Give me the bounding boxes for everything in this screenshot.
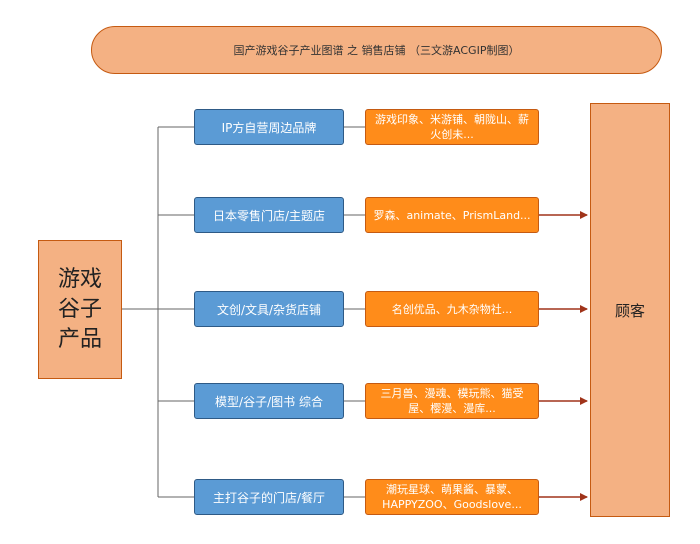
- customer-node: 顾客: [590, 103, 670, 517]
- root-node: 游戏谷子产品: [38, 240, 122, 379]
- examples-node-5: 潮玩星球、萌果酱、暴蒙、HAPPYZOO、Goodslove...: [365, 479, 539, 515]
- examples-node-1: 游戏印象、米游铺、朝陇山、薪火创未...: [365, 109, 539, 145]
- category-node-4: 模型/谷子/图书 综合: [194, 383, 344, 419]
- category-node-5: 主打谷子的门店/餐厅: [194, 479, 344, 515]
- category-node-2: 日本零售门店/主题店: [194, 197, 344, 233]
- diagram-title: 国产游戏谷子产业图谱 之 销售店铺 （三文游ACGIP制图）: [91, 26, 662, 74]
- examples-node-2: 罗森、animate、PrismLand...: [365, 197, 539, 233]
- examples-node-4: 三月兽、漫魂、模玩熊、猫受屋、樱漫、漫库...: [365, 383, 539, 419]
- category-node-1: IP方自营周边品牌: [194, 109, 344, 145]
- category-node-3: 文创/文具/杂货店铺: [194, 291, 344, 327]
- examples-node-3: 名创优品、九木杂物社...: [365, 291, 539, 327]
